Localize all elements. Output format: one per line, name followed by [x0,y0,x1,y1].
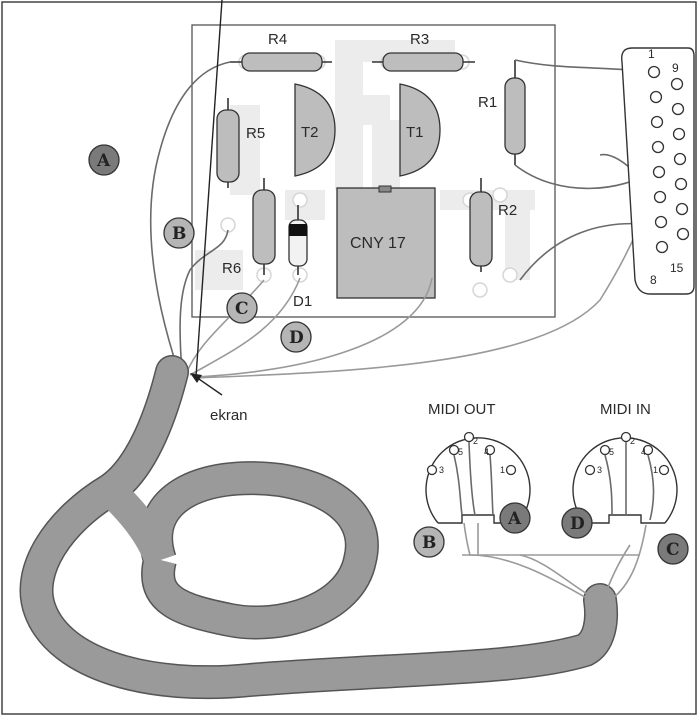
badge-a-board: A [88,144,120,176]
transistor-t2: T2 [294,83,336,177]
midi-in-pin-2: 2 [630,436,635,446]
r1-label: R1 [478,94,497,111]
badge-b-midi: B [413,526,445,558]
midi-in-pin-3: 3 [597,465,602,475]
badge-c-midi: C [657,533,689,565]
badge-d-midi: D [561,507,593,539]
r5-label: R5 [246,125,265,142]
r4-label: R4 [268,31,287,48]
resistor-r3: R3 [372,31,475,72]
shielded-cable [19,355,619,700]
db15-pin15-label: 15 [670,261,684,275]
optocoupler-cny17: CNY 17 [336,185,436,299]
midi-out-pin-2: 2 [473,436,478,446]
r2-label: R2 [498,202,517,219]
badge-d-board-text: D [289,328,304,348]
db15-pins [647,65,690,254]
badge-b-board: B [163,217,195,249]
transistor-t1: T1 [399,83,441,177]
badge-b-midi-text: B [422,533,436,553]
midi-in-pin-4: 4 [641,447,646,457]
badge-c-board: C [226,292,258,324]
midi-out-pin-1: 1 [500,465,505,475]
d1-label: D1 [293,293,312,310]
midi-in-connector: MIDI IN 5 2 4 3 1 [572,401,678,524]
resistor-r1: R1 [478,60,526,165]
t1-label: T1 [406,124,424,141]
resistor-r6: R6 [222,178,276,277]
badge-a-midi: A [499,502,531,534]
r3-label: R3 [410,31,429,48]
diode-d1: D1 [288,205,312,310]
badge-a-board-text: A [96,151,111,171]
ekran-annotation: ekran [190,0,248,424]
resistor-r5: R5 [216,98,265,188]
badge-d-board: D [280,321,312,353]
badge-a-midi-text: A [507,509,522,529]
midi-out-pin-4: 4 [484,447,489,457]
ekran-label: ekran [210,407,248,424]
resistor-r4: R4 [230,31,332,72]
db15-pin9-label: 9 [672,61,679,75]
midi-in-pin-5: 5 [609,447,614,457]
db15-connector: 1 9 8 15 [621,47,695,295]
badge-c-midi-text: C [666,540,680,560]
midi-out-pin-5: 5 [458,447,463,457]
midi-out-pin-3: 3 [439,465,444,475]
db15-pin1-label: 1 [648,47,655,61]
midi-in-title: MIDI IN [600,401,651,418]
t2-label: T2 [301,124,319,141]
midi-out-pins [426,431,517,476]
r6-label: R6 [222,260,241,277]
db15-pin8-label: 8 [650,273,657,287]
badge-c-board-text: C [235,299,249,319]
badge-b-board-text: B [172,224,186,244]
midi-in-pin-1: 1 [653,465,658,475]
resistor-r2: R2 [469,178,517,272]
badge-d-midi-text: D [570,514,585,534]
midi-out-title: MIDI OUT [428,401,496,418]
cny17-label: CNY 17 [350,235,406,252]
midi-out-connector: MIDI OUT 5 2 4 3 1 [425,401,531,524]
midi-in-pins [584,431,670,476]
